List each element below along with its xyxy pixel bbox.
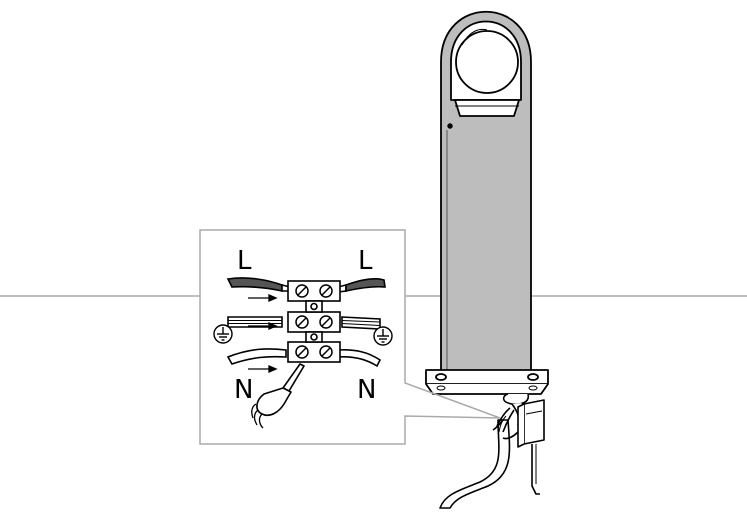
bollard-lamp-icon: [425, 11, 549, 395]
supply-cable: [439, 393, 545, 509]
inset-detail: L L N N: [199, 229, 501, 445]
screwdriver-icon: [251, 363, 305, 429]
live-label-left: L: [237, 246, 252, 276]
earth-ground-icon: [373, 326, 393, 346]
connector-box: [523, 399, 545, 445]
earth-wires: [227, 316, 381, 330]
neutral-label-right: N: [357, 375, 376, 405]
neutral-wires: [226, 348, 382, 368]
lamp-globe: [455, 30, 519, 94]
terminal-block-icon: [287, 280, 341, 363]
live-label-right: L: [358, 246, 373, 276]
inset-frame: [199, 229, 501, 445]
lamp-window: [454, 99, 520, 117]
insert-arrows: [248, 294, 278, 373]
neutral-label-left: N: [234, 375, 253, 405]
earth-ground-icon: [213, 324, 233, 344]
